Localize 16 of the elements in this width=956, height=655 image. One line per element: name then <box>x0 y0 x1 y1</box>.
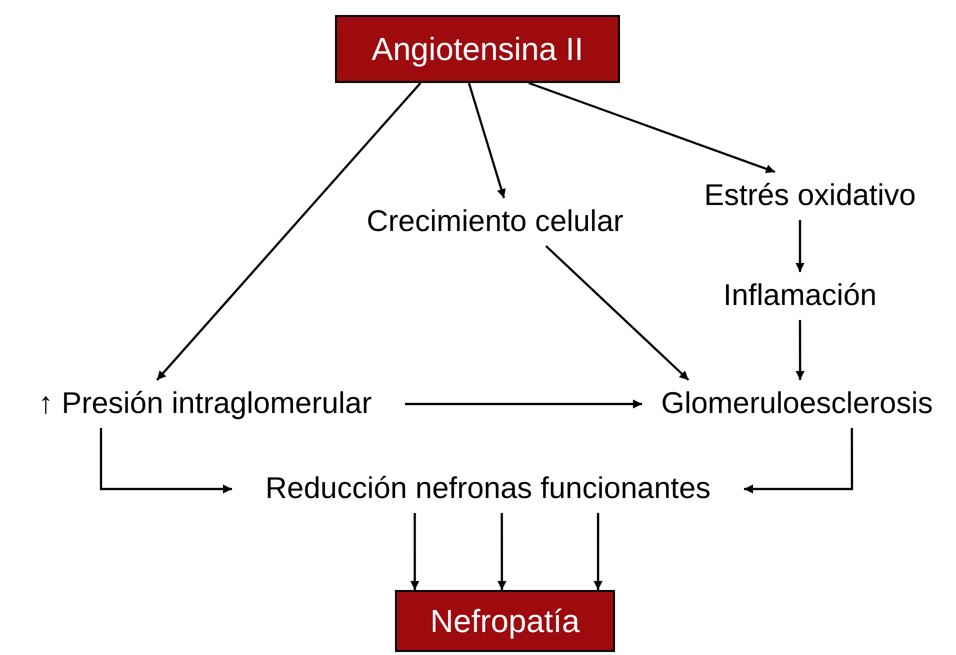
process-box <box>395 590 615 652</box>
arrow <box>410 513 420 590</box>
box-label: Nefropatía <box>430 605 580 637</box>
arrow <box>405 400 642 408</box>
arrow <box>497 513 506 590</box>
arrow <box>100 428 232 494</box>
arrow <box>468 82 506 198</box>
arrow <box>796 320 805 380</box>
arrow <box>594 513 603 590</box>
arrow <box>744 428 854 494</box>
arrow <box>545 245 690 381</box>
process-box <box>335 15 620 83</box>
box-label: Angiotensina II <box>372 33 584 65</box>
arrow <box>528 82 776 174</box>
arrow <box>156 82 422 381</box>
arrow <box>796 220 804 272</box>
